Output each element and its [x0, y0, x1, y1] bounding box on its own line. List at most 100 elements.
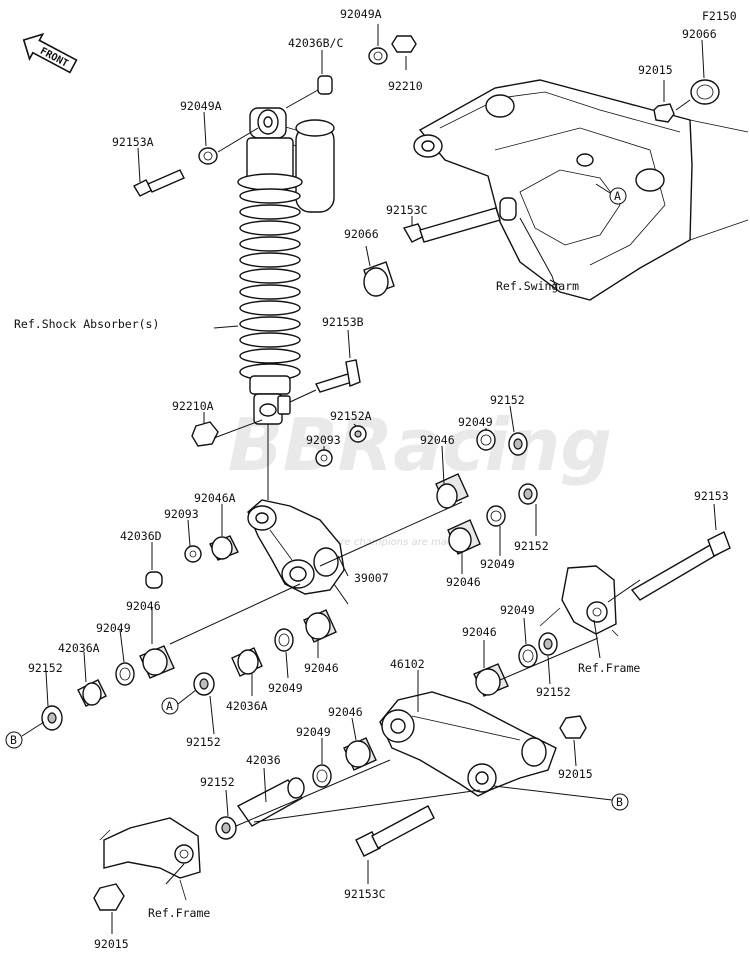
bearing-92046-e — [473, 663, 509, 697]
part-label-92153c-bottom: 92153C — [344, 887, 386, 901]
bearing-92046-d — [303, 609, 337, 643]
part-label-92152-b: 92152 — [514, 539, 549, 553]
shock-spring — [237, 173, 303, 381]
callout-b-right: B — [493, 785, 629, 811]
part-label-92015-bottom: 92015 — [94, 937, 129, 951]
part-label-92153b: 92153B — [322, 315, 364, 329]
ref-frame-bottom-label: Ref.Frame — [148, 906, 210, 920]
part-label-92046-d: 92046 — [304, 661, 339, 675]
part-label-92153c-top: 92153C — [386, 203, 428, 217]
washer-92049-a — [476, 429, 496, 451]
part-label-92093-top: 92093 — [306, 433, 341, 447]
part-label-92049-b: 92049 — [480, 557, 515, 571]
callout-b-left-label: B — [10, 733, 17, 747]
tie-rod-46102 — [379, 691, 557, 797]
part-label-92152a: 92152A — [330, 409, 372, 423]
front-arrow-icon: FRONT — [22, 32, 78, 74]
collar-42036 — [236, 777, 305, 827]
part-label-39007: 39007 — [354, 571, 389, 585]
washer-92049a-left — [198, 147, 218, 165]
nut-92015-right — [559, 715, 587, 739]
right-hardware — [473, 632, 558, 697]
part-label-92046-e: 92046 — [462, 625, 497, 639]
bearing-92046-b — [447, 519, 481, 555]
lower-mid-hardware — [215, 737, 377, 840]
part-label-42036a-left: 42036A — [58, 641, 100, 655]
part-label-42036bc: 42036B/C — [288, 36, 343, 50]
part-label-46102: 46102 — [390, 657, 425, 671]
callout-a-swingarm: A — [595, 183, 627, 205]
part-label-92152-left: 92152 — [28, 661, 63, 675]
part-label-42036: 42036 — [246, 753, 281, 767]
bolt-92153c-top — [402, 207, 501, 243]
part-label-92049-f: 92049 — [296, 725, 331, 739]
bolt-92153c-bottom — [355, 805, 435, 857]
washer-92049-b — [486, 505, 506, 527]
nut-92015-top — [653, 103, 675, 123]
bolt-92153b — [315, 359, 361, 393]
middle-hardware — [145, 425, 538, 589]
part-label-92049-c: 92049 — [96, 621, 131, 635]
rocker-arm-39007 — [247, 499, 345, 595]
watermark-tagline: Where champions are made — [318, 537, 459, 548]
watermark-brand: BBRacing — [228, 403, 612, 487]
part-label-92015-top: 92015 — [638, 63, 673, 77]
bolt-92153 — [630, 531, 731, 601]
bolt-92153a — [133, 169, 185, 197]
nut-92015-bottom — [93, 883, 125, 911]
part-label-92049-d: 92049 — [268, 681, 303, 695]
cap-92066-mid — [363, 261, 395, 297]
bearing-92046-f — [343, 737, 377, 771]
figure-code: F2150 — [702, 9, 737, 23]
top-hardware — [133, 35, 720, 447]
washer-92049-e — [518, 644, 538, 668]
part-label-92066-mid: 92066 — [344, 227, 379, 241]
callout-b-left: B — [5, 721, 45, 749]
part-label-92049a-top: 92049A — [340, 7, 382, 21]
washer-92093-left — [184, 545, 202, 563]
washer-92049-d — [274, 628, 294, 652]
part-label-92046-f: 92046 — [328, 705, 363, 719]
part-label-92066-top: 92066 — [682, 27, 717, 41]
part-label-92046-b: 92046 — [446, 575, 481, 589]
swingarm-illustration — [413, 79, 749, 301]
lower-left-hardware — [41, 609, 337, 731]
part-label-92153: 92153 — [694, 489, 729, 503]
ref-frame-right-label: Ref.Frame — [578, 661, 640, 675]
cap-92066-top — [690, 79, 720, 105]
part-label-92153a: 92153A — [112, 135, 154, 149]
washer-92049a-top — [368, 47, 388, 65]
watermark: BBRacing Where champions are made — [228, 403, 612, 548]
part-label-92049-e: 92049 — [500, 603, 535, 617]
shock-absorber-illustration — [237, 107, 335, 425]
bearing-92046-c — [139, 645, 175, 679]
collar-swingarm — [499, 197, 517, 221]
nut-92210a — [191, 421, 219, 447]
part-label-92046a: 92046A — [194, 491, 236, 505]
part-label-92210: 92210 — [388, 79, 423, 93]
leader-lines — [45, 24, 717, 934]
part-label-92093-left: 92093 — [164, 507, 199, 521]
collar-42036bc — [317, 75, 333, 95]
collar-42036d — [145, 571, 163, 589]
washer-92049-c — [115, 662, 135, 686]
part-label-92049-a: 92049 — [458, 415, 493, 429]
part-label-92152-mid: 92152 — [186, 735, 221, 749]
collar-42036a-left — [77, 679, 107, 707]
part-label-42036d: 42036D — [120, 529, 162, 543]
part-label-92210a: 92210A — [172, 399, 214, 413]
part-label-92049a-left: 92049A — [180, 99, 222, 113]
ref-shock-absorber-label: Ref.Shock Absorber(s) — [14, 317, 159, 331]
ref-swingarm-label: Ref.Swingarm — [496, 279, 579, 293]
callout-a-left-label: A — [166, 699, 173, 713]
right-frame-illustration — [539, 565, 619, 637]
washer-92093-top — [315, 449, 333, 467]
part-label-92152-right: 92152 — [536, 685, 571, 699]
callout-b-right-label: B — [616, 795, 623, 809]
callout-a-swingarm-label: A — [614, 189, 621, 203]
part-label-92046-c: 92046 — [126, 599, 161, 613]
collar-42036a-mid — [231, 647, 263, 677]
part-label-92152-a: 92152 — [490, 393, 525, 407]
